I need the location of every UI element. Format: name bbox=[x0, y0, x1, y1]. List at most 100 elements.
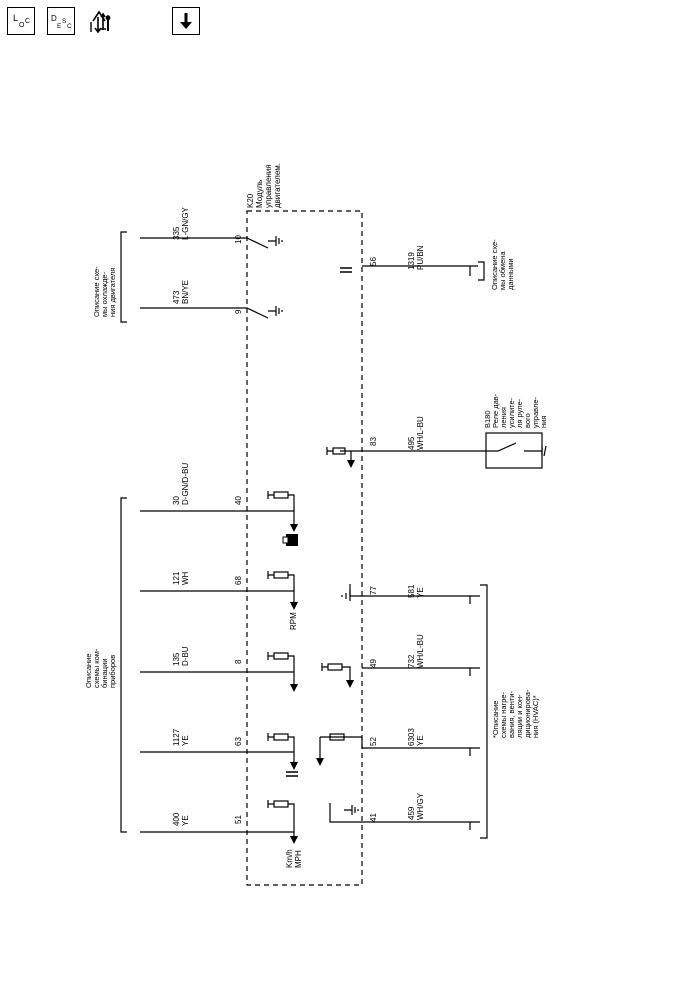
description-button[interactable]: D E S C bbox=[47, 7, 75, 35]
svg-text:мы обмена: мы обмена bbox=[498, 251, 507, 290]
wire-49 bbox=[362, 667, 480, 676]
kmh-label: Km/h bbox=[285, 849, 294, 868]
svg-text:двигателем.: двигателем. bbox=[273, 163, 282, 208]
ground-77 bbox=[341, 591, 362, 601]
svg-text:WH/L-BU: WH/L-BU bbox=[416, 416, 425, 450]
svg-text:YE: YE bbox=[181, 735, 190, 746]
pin-68: 68 bbox=[234, 576, 243, 585]
rpm-label: RPM bbox=[289, 612, 298, 630]
ground-41 bbox=[344, 805, 359, 815]
svg-text:управле-: управле- bbox=[531, 396, 540, 428]
bracket-coolant bbox=[120, 231, 127, 323]
wire-63 bbox=[140, 751, 295, 764]
pullup-83 bbox=[332, 447, 346, 455]
svg-text:E: E bbox=[57, 23, 62, 30]
svg-text:1127: 1127 bbox=[172, 728, 181, 746]
relay-label: B180 Реле дав- ления усилите- ля руле- в… bbox=[483, 393, 548, 428]
svg-text:335: 335 bbox=[172, 226, 181, 240]
svg-text:135: 135 bbox=[172, 652, 181, 666]
wire-77 bbox=[362, 595, 480, 604]
module-boundary bbox=[246, 210, 363, 886]
pullup-68 bbox=[267, 571, 295, 591]
svg-text:B180: B180 bbox=[483, 410, 492, 428]
wire-56 bbox=[362, 265, 478, 276]
svg-text:1319: 1319 bbox=[407, 252, 416, 270]
ref-coolant: Описание схе- мы охлажде- ния двигателя bbox=[92, 266, 117, 317]
bracket-hvac bbox=[480, 584, 488, 839]
svg-text:усилите-: усилите- bbox=[507, 397, 516, 428]
svg-text:вого: вого bbox=[523, 413, 532, 428]
svg-text:30: 30 bbox=[172, 496, 181, 505]
svg-text:WH/GY: WH/GY bbox=[416, 792, 425, 820]
pullup-8 bbox=[267, 652, 295, 672]
svg-text:400: 400 bbox=[172, 812, 181, 826]
svg-text:*Описание: *Описание bbox=[491, 701, 500, 738]
pullup-63 bbox=[267, 733, 295, 752]
wire-52 bbox=[362, 747, 480, 756]
svg-text:ля руле-: ля руле- bbox=[515, 398, 524, 428]
wire-68 bbox=[140, 590, 295, 604]
svg-text:L: L bbox=[13, 13, 18, 23]
location-icon: L O C bbox=[13, 13, 30, 29]
svg-text:495: 495 bbox=[407, 436, 416, 450]
svg-text:управления: управления bbox=[264, 164, 273, 208]
svg-text:вания, венти-: вания, венти- bbox=[507, 691, 516, 738]
svg-text:диционирова-: диционирова- bbox=[523, 689, 532, 738]
ref-data-link: Описание схе- мы обмена данными bbox=[490, 239, 515, 290]
svg-text:K20: K20 bbox=[246, 193, 255, 208]
svg-text:YE: YE bbox=[416, 587, 425, 598]
toolbar: L O C D E S C bbox=[0, 0, 700, 44]
svg-text:приборов: приборов bbox=[108, 655, 117, 688]
svg-text:YE: YE bbox=[416, 735, 425, 746]
description-icon: D E S C bbox=[51, 14, 72, 30]
svg-text:схемы нагре-: схемы нагре- bbox=[499, 691, 508, 738]
pin-63: 63 bbox=[234, 737, 243, 746]
svg-text:O: O bbox=[19, 22, 25, 29]
pin-83: 83 bbox=[369, 437, 378, 446]
svg-text:схемы ком-: схемы ком- bbox=[92, 648, 101, 688]
ref-hvac: *Описание схемы нагре- вания, венти- ляц… bbox=[491, 689, 540, 738]
svg-text:ния: ния bbox=[539, 416, 548, 428]
pullup-40 bbox=[267, 491, 295, 511]
pullup-52 bbox=[329, 733, 345, 741]
svg-text:D: D bbox=[51, 14, 57, 23]
svg-text:ния двигателя: ния двигателя bbox=[108, 268, 117, 317]
pin-8: 8 bbox=[234, 659, 243, 664]
svg-text:Модуль: Модуль bbox=[255, 180, 264, 208]
diagnostic-tools-icon bbox=[90, 10, 111, 34]
svg-text:6303: 6303 bbox=[407, 728, 416, 746]
pin-56: 56 bbox=[369, 257, 378, 266]
pin-51: 51 bbox=[234, 815, 243, 824]
svg-text:C: C bbox=[25, 18, 30, 25]
ground-10 bbox=[268, 236, 283, 246]
pin-9: 9 bbox=[234, 309, 243, 314]
ref-ipc: Описание схемы ком- бинации приборов bbox=[84, 648, 117, 688]
location-button[interactable]: L O C bbox=[7, 7, 35, 35]
svg-text:581: 581 bbox=[407, 584, 416, 598]
svg-text:PU/BN: PU/BN bbox=[416, 245, 425, 270]
svg-text:D-GN/D-BU: D-GN/D-BU bbox=[181, 463, 190, 505]
gauge-labels: RPM Km/h MPH bbox=[285, 612, 303, 868]
pullup-51 bbox=[267, 800, 295, 832]
svg-text:BN/YE: BN/YE bbox=[181, 280, 190, 304]
pin-40: 40 bbox=[234, 496, 243, 505]
pullup-83-tick bbox=[326, 447, 333, 455]
download-button[interactable] bbox=[172, 7, 200, 35]
pin-77: 77 bbox=[369, 586, 378, 595]
fuel-icon bbox=[286, 534, 298, 546]
svg-text:данными: данными bbox=[506, 258, 515, 290]
pin-labels: 10 9 40 68 8 63 51 56 83 77 49 52 41 bbox=[234, 235, 378, 824]
switch-41 bbox=[329, 803, 362, 823]
wire-8 bbox=[140, 671, 295, 686]
svg-text:мы охлажде-: мы охлажде- bbox=[100, 271, 109, 317]
wire-51 bbox=[140, 831, 295, 838]
bracket-ipc bbox=[120, 497, 127, 833]
diagnostic-tools-button[interactable] bbox=[86, 7, 114, 35]
svg-text:ляции и кон-: ляции и кон- bbox=[515, 694, 524, 738]
wire-labels-left: 335 L-GN/GY 473 BN/YE 30 D-GN/D-BU 121 W… bbox=[172, 206, 190, 826]
svg-text:D-BU: D-BU bbox=[181, 646, 190, 666]
wire-10 bbox=[140, 237, 269, 249]
pin-52: 52 bbox=[369, 737, 378, 746]
wire-40 bbox=[140, 510, 295, 526]
